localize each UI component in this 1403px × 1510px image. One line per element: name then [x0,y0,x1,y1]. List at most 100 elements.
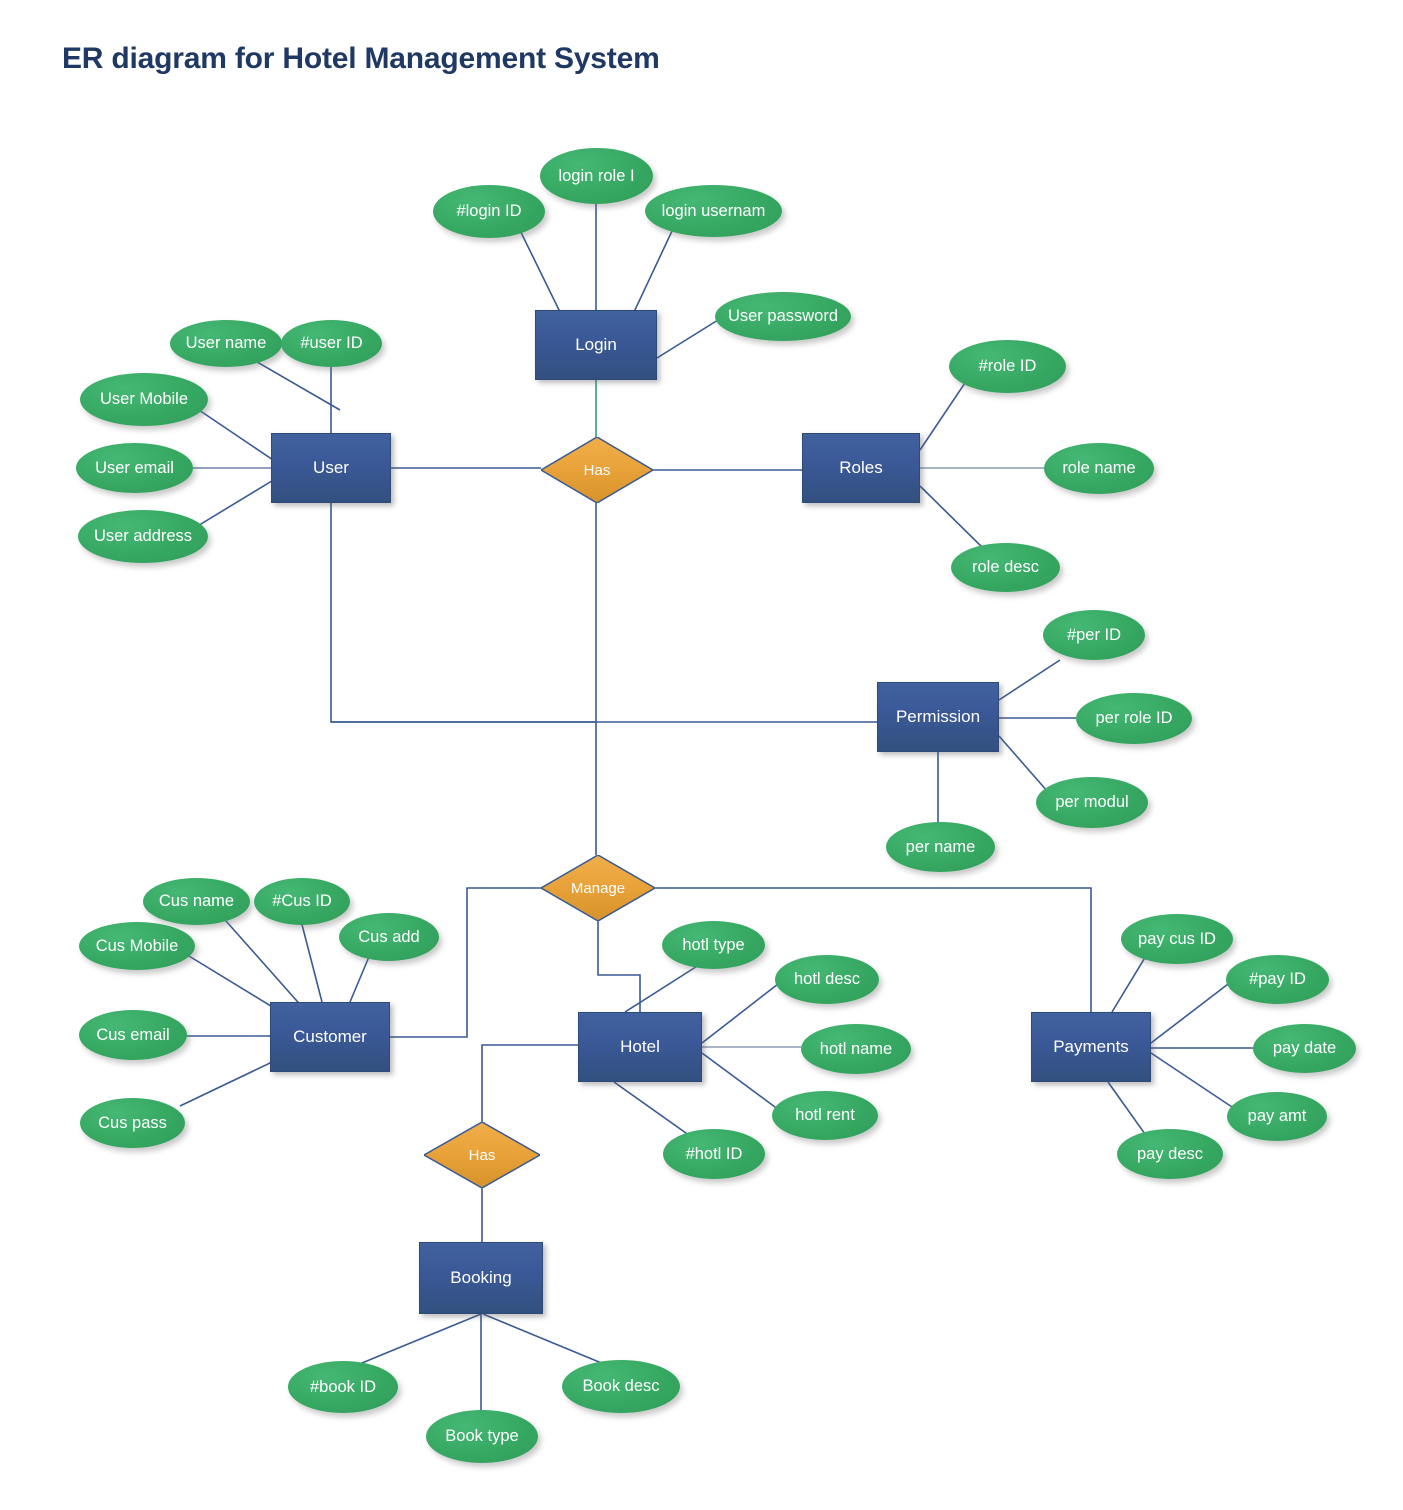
relationship-has-hotel-booking[interactable]: Has [424,1122,540,1188]
connector-e-pay-id [1150,980,1233,1044]
attribute-book-id[interactable]: #book ID [288,1361,398,1413]
attribute-pay-desc[interactable]: pay desc [1117,1129,1223,1179]
connector-e-hotel-desc [701,983,779,1044]
attribute-per-modul[interactable]: per modul [1036,777,1148,828]
attribute-label: pay amt [1247,1107,1307,1125]
relationship-label: Manage [570,879,626,897]
connector-e-roles-roledesc [919,485,986,551]
attribute-label: per modul [1055,793,1129,811]
entity-label: Roles [839,458,883,477]
attribute-user-name[interactable]: User name [170,320,282,367]
attribute-label: Book desc [582,1377,660,1395]
attribute-hotl-type[interactable]: hotl type [662,921,765,969]
entity-label: Payments [1053,1037,1129,1056]
relationship-manage[interactable]: Manage [541,855,655,921]
attribute-pay-cus-id[interactable]: pay cus ID [1121,914,1233,964]
entity-label: Hotel [620,1037,660,1056]
attribute-user-mobile[interactable]: User Mobile [80,373,208,426]
connector-e-manage-hotel [597,921,641,1012]
attribute-label: Cus email [96,1025,170,1044]
attribute-label: #pay ID [1249,970,1306,988]
attribute-label: User password [727,307,839,325]
diamond-outline [541,437,653,503]
attribute-hotl-id[interactable]: #hotl ID [663,1129,765,1179]
attribute-label: #login ID [456,202,522,220]
connector-e-book-id [344,1313,482,1371]
relationship-label: Has [468,1146,496,1164]
entity-label: Login [575,335,617,354]
relationship-has-user-roles[interactable]: Has [541,437,653,503]
connector-e-cus-id [298,912,323,1003]
attribute-role-desc[interactable]: role desc [951,543,1060,592]
entity-label: User [313,458,349,477]
attribute-label: Cus pass [98,1113,167,1132]
attribute-login-usernam[interactable]: login usernam [645,185,782,237]
connector-e-perm-perid [998,659,1061,701]
attribute-label: hotl desc [793,970,861,988]
attribute-label: login usernam [661,201,766,220]
attribute-book-desc[interactable]: Book desc [562,1360,680,1413]
attribute-label: pay desc [1136,1144,1204,1163]
attribute-role-name[interactable]: role name [1044,443,1154,494]
attribute-hotl-name[interactable]: hotl name [801,1024,911,1074]
entity-booking[interactable]: Booking [419,1242,543,1314]
attribute-per-name[interactable]: per name [886,822,995,872]
attribute-label: Cus name [158,892,235,910]
attribute-label: Cus Mobile [95,936,179,955]
attribute-label: User address [93,527,193,545]
attribute-label: hotl rent [795,1106,855,1124]
attribute-label: #role ID [978,357,1037,375]
attribute-label: #user ID [300,334,363,352]
attribute-role-id[interactable]: #role ID [949,340,1066,393]
attribute-login-role-i[interactable]: login role I [540,148,653,204]
attribute-user-id[interactable]: #user ID [281,320,382,367]
attribute-label: #hotl ID [685,1144,743,1163]
attribute-cus-id[interactable]: #Cus ID [254,878,350,925]
attribute-cus-pass[interactable]: Cus pass [80,1098,185,1148]
attribute-cus-email[interactable]: Cus email [79,1010,187,1060]
entity-user[interactable]: User [271,433,391,503]
connector-e-cus-add [349,951,372,1003]
attribute-hotl-rent[interactable]: hotl rent [772,1091,878,1140]
attribute-pay-amt[interactable]: pay amt [1227,1092,1327,1141]
attribute-label: Book type [445,1427,519,1445]
relationship-label: Has [583,461,611,479]
attribute-per-role-id[interactable]: per role ID [1076,693,1192,744]
attribute-label: Cus add [358,927,420,946]
entity-login[interactable]: Login [535,310,657,380]
diamond-outline [541,855,655,921]
connector-e-user-manage [331,721,597,855]
connector-e-login-password [656,319,719,359]
attribute-label: per role ID [1095,709,1173,727]
attribute-pay-id[interactable]: #pay ID [1226,955,1329,1004]
attribute-cus-name[interactable]: Cus name [143,878,250,925]
attribute-user-email[interactable]: User email [76,443,193,493]
entity-customer[interactable]: Customer [270,1002,390,1072]
attribute-cus-mobile[interactable]: Cus Mobile [79,922,195,970]
attribute-label: pay cus ID [1138,929,1216,948]
attribute-per-id[interactable]: #per ID [1043,610,1145,660]
entity-permission[interactable]: Permission [877,682,999,752]
attribute-label: #Cus ID [272,892,332,910]
entity-payments[interactable]: Payments [1031,1012,1151,1082]
attribute-book-type[interactable]: Book type [426,1410,538,1463]
entity-hotel[interactable]: Hotel [578,1012,702,1082]
connector-e-perm-permodul [998,735,1049,793]
connector-e-user-down [330,503,596,723]
connector-e-hotel-has [481,1044,578,1122]
attribute-label: role desc [972,558,1039,576]
attribute-label: User Mobile [99,390,189,408]
connector-e-manage-customer [390,887,541,1038]
attribute-cus-add[interactable]: Cus add [339,913,439,961]
attribute-user-password[interactable]: User password [715,292,851,341]
connector-e-user-mobile [192,405,283,467]
attribute-user-address[interactable]: User address [78,510,208,563]
attribute-label: per name [905,837,976,856]
entity-roles[interactable]: Roles [802,433,920,503]
attribute-login-id[interactable]: #login ID [433,185,545,238]
attribute-pay-date[interactable]: pay date [1253,1024,1356,1073]
attribute-label: pay date [1272,1039,1337,1057]
attribute-label: User email [95,458,174,477]
attribute-hotl-desc[interactable]: hotl desc [775,955,879,1004]
